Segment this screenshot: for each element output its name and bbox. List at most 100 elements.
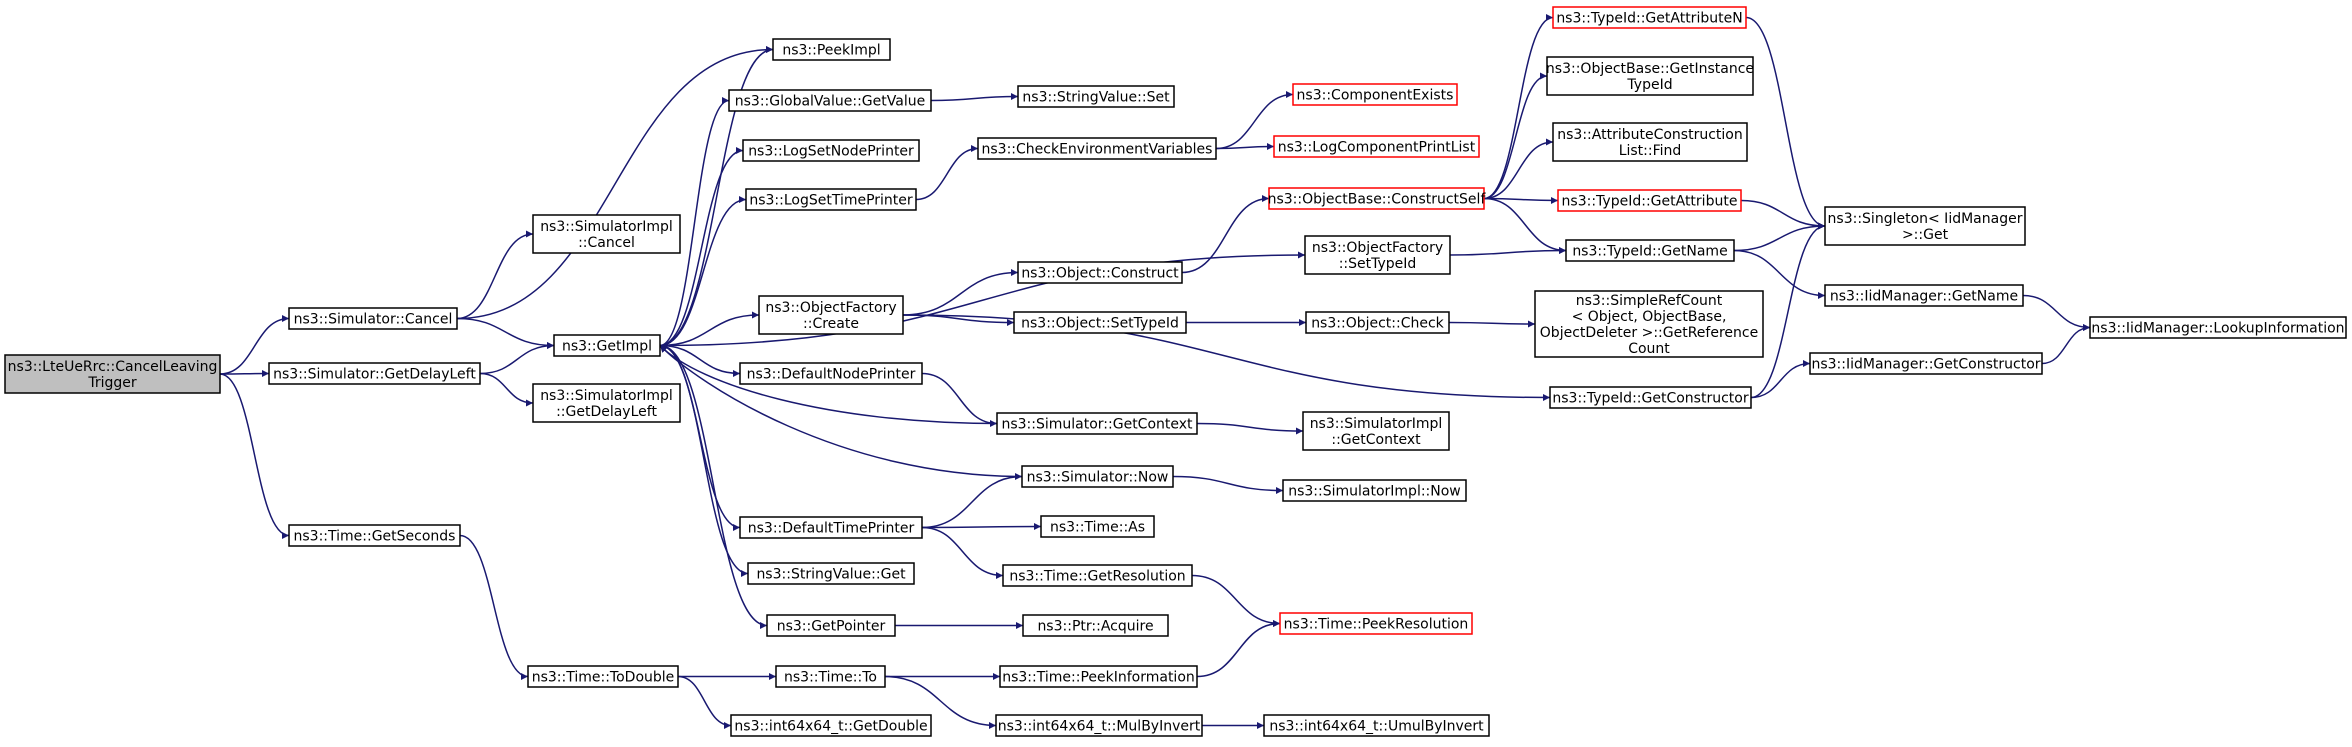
node-iid-manager-get-name[interactable]: ns3::IidManager::GetName <box>1824 284 2024 307</box>
node-object-factory-set-type-id[interactable]: ns3::ObjectFactory::SetTypeId <box>1304 235 1451 275</box>
node-box <box>1273 135 1480 158</box>
node-get-impl[interactable]: ns3::GetImpl <box>553 334 661 357</box>
node-label: ns3::ObjectBase::GetInstance <box>1546 61 1754 77</box>
node-time-to-double[interactable]: ns3::Time::ToDouble <box>527 665 679 688</box>
node-object-factory-create[interactable]: ns3::ObjectFactory::Create <box>758 295 904 335</box>
node-label: ::Create <box>803 316 859 332</box>
node-label: ns3::LteUeRrc::CancelLeaving <box>8 359 218 375</box>
node-box <box>553 334 661 357</box>
edge-default_time_printer-to-time_as <box>921 523 1042 531</box>
node-object-construct[interactable]: ns3::Object::Construct <box>1017 261 1183 284</box>
node-string-value-get[interactable]: ns3::StringValue::Get <box>747 562 915 585</box>
node-label: ns3::ObjectFactory <box>765 300 896 316</box>
node-label: ns3::SimulatorImpl <box>540 219 673 235</box>
node-box <box>1021 465 1174 488</box>
node-peek-impl[interactable]: ns3::PeekImpl <box>772 38 891 61</box>
node-simimpl-get-delay-left[interactable]: ns3::SimulatorImpl::GetDelayLeft <box>532 383 681 423</box>
node-typeid-get-attribute-n[interactable]: ns3::TypeId::GetAttributeN <box>1552 6 1747 29</box>
edge-typeid_get_attribute-to-singleton_get <box>1740 199 1826 230</box>
node-sim-get-context[interactable]: ns3::Simulator::GetContext <box>996 412 1198 435</box>
node-simimpl-now[interactable]: ns3::SimulatorImpl::Now <box>1282 479 1467 502</box>
node-box <box>1002 564 1193 587</box>
node-box <box>1305 311 1450 334</box>
edge-typeid_get_attribute_n-to-singleton_get <box>1745 16 1826 230</box>
node-label: ::Cancel <box>578 235 635 251</box>
node-iid-manager-get-constructor[interactable]: ns3::IidManager::GetConstructor <box>1809 352 2043 375</box>
edge-object_construct-to-object_base_construct_self <box>1181 195 1270 274</box>
node-box <box>739 516 923 539</box>
edge-default_node_printer-to-sim_get_context <box>921 372 998 427</box>
node-label: ns3::Object::Check <box>1311 316 1444 332</box>
node-log-set-node-printer[interactable]: ns3::LogSetNodePrinter <box>742 139 920 162</box>
node-object-base-construct-self[interactable]: ns3::ObjectBase::ConstructSelf <box>1268 187 1487 210</box>
node-box <box>742 139 920 162</box>
node-box <box>4 354 221 394</box>
edge-object_base_construct_self-to-typeid_get_name <box>1483 197 1567 254</box>
node-sim-cancel[interactable]: ns3::Simulator::Cancel <box>288 307 458 330</box>
node-time-to[interactable]: ns3::Time::To <box>775 665 886 688</box>
node-typeid-get-constructor[interactable]: ns3::TypeId::GetConstructor <box>1549 386 1752 409</box>
node-label: ns3::Object::SetTypeId <box>1021 316 1179 332</box>
edge-get_impl-to-string_value_get <box>659 344 749 577</box>
node-time-get-seconds[interactable]: ns3::Time::GetSeconds <box>288 524 461 547</box>
edge-check_env_vars-to-log_component_print_list <box>1215 143 1275 151</box>
edge-time_to-to-int64_mul_by_invert <box>884 675 997 729</box>
node-simimpl-get-context[interactable]: ns3::SimulatorImpl::GetContext <box>1302 411 1450 451</box>
node-time-as[interactable]: ns3::Time::As <box>1040 515 1155 538</box>
node-box <box>1017 85 1175 108</box>
node-label: ns3::SimpleRefCount <box>1576 293 1723 309</box>
node-check-env-vars[interactable]: ns3::CheckEnvironmentVariables <box>977 137 1217 160</box>
node-box <box>747 562 915 585</box>
node-box <box>532 214 681 254</box>
node-label: < Object, ObjectBase, <box>1572 309 1727 325</box>
node-time-peek-resolution[interactable]: ns3::Time::PeekResolution <box>1279 612 1473 635</box>
node-log-component-print-list[interactable]: ns3::LogComponentPrintList <box>1273 135 1480 158</box>
node-int64-umul-by-invert[interactable]: ns3::int64x64_t::UmulByInvert <box>1263 714 1490 737</box>
node-label: ns3::StringValue::Get <box>756 567 906 583</box>
node-box <box>288 307 458 330</box>
node-label: ns3::Time::GetResolution <box>1009 569 1185 585</box>
node-box <box>1565 239 1735 262</box>
node-iid-manager-lookup-information[interactable]: ns3::IidManager::LookupInformation <box>2089 316 2347 339</box>
node-time-get-resolution[interactable]: ns3::Time::GetResolution <box>1002 564 1193 587</box>
edge-log_set_time_printer-to-check_env_vars <box>915 145 979 201</box>
node-label: ns3::DefaultNodePrinter <box>747 367 916 383</box>
node-simple-ref-count-get-reference-count[interactable]: ns3::SimpleRefCount< Object, ObjectBase,… <box>1534 290 1764 358</box>
node-int64-get-double[interactable]: ns3::int64x64_t::GetDouble <box>730 714 932 737</box>
node-object-set-type-id[interactable]: ns3::Object::SetTypeId <box>1013 311 1187 334</box>
edge-sim_now-to-simimpl_now <box>1172 475 1284 494</box>
node-default-node-printer[interactable]: ns3::DefaultNodePrinter <box>739 362 923 385</box>
node-box <box>1824 284 2024 307</box>
node-box <box>728 89 932 112</box>
node-label: ns3::int64x64_t::MulByInvert <box>998 719 1201 735</box>
node-label: ns3::CheckEnvironmentVariables <box>982 142 1213 158</box>
node-label: ns3::ObjectBase::ConstructSelf <box>1268 192 1487 208</box>
edge-sim_get_context-to-get_impl <box>659 344 998 425</box>
node-object-check[interactable]: ns3::Object::Check <box>1305 311 1450 334</box>
edge-get_impl-to-object_factory_set_type_id <box>659 251 1306 347</box>
node-label: ns3::ComponentExists <box>1297 88 1454 104</box>
node-time-peek-information[interactable]: ns3::Time::PeekInformation <box>999 665 1198 688</box>
node-label: ns3::int64x64_t::GetDouble <box>734 719 927 735</box>
node-get-pointer[interactable]: ns3::GetPointer <box>766 614 896 637</box>
node-log-set-time-printer[interactable]: ns3::LogSetTimePrinter <box>745 188 917 211</box>
node-label: ns3::DefaultTimePrinter <box>748 521 915 537</box>
node-string-value-set[interactable]: ns3::StringValue::Set <box>1017 85 1175 108</box>
node-typeid-get-attribute[interactable]: ns3::TypeId::GetAttribute <box>1557 189 1742 212</box>
node-default-time-printer[interactable]: ns3::DefaultTimePrinter <box>739 516 923 539</box>
node-sim-now[interactable]: ns3::Simulator::Now <box>1021 465 1174 488</box>
node-sim-get-delay-left[interactable]: ns3::Simulator::GetDelayLeft <box>268 362 481 385</box>
node-simimpl-cancel[interactable]: ns3::SimulatorImpl::Cancel <box>532 214 681 254</box>
node-global-value-get-value[interactable]: ns3::GlobalValue::GetValue <box>728 89 932 112</box>
node-component-exists[interactable]: ns3::ComponentExists <box>1292 83 1458 106</box>
node-ptr-acquire[interactable]: ns3::Ptr::Acquire <box>1022 614 1169 637</box>
node-singleton-get[interactable]: ns3::Singleton< IidManager >::Get <box>1824 206 2026 246</box>
node-int64-mul-by-invert[interactable]: ns3::int64x64_t::MulByInvert <box>995 714 1203 737</box>
node-label: ns3::int64x64_t::UmulByInvert <box>1269 719 1484 735</box>
node-typeid-get-name[interactable]: ns3::TypeId::GetName <box>1565 239 1735 262</box>
edge-iid_manager_get_name-to-iid_manager_lookup_information <box>2022 294 2091 331</box>
